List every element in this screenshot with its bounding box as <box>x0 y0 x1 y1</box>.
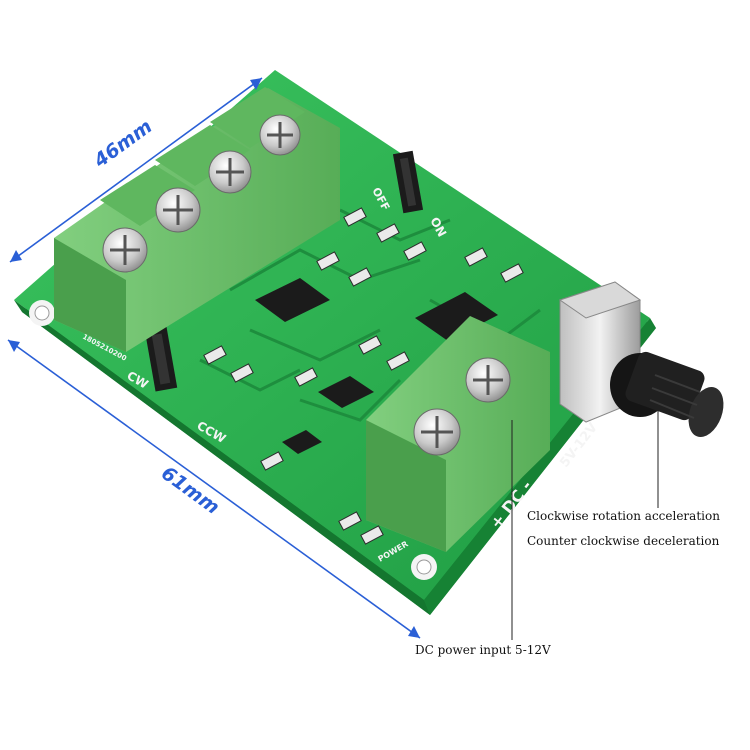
clockwise-annotation: Clockwise rotation acceleration <box>527 509 720 523</box>
arrow-head-icon <box>250 78 262 90</box>
annotation-leaders <box>511 410 659 640</box>
jumper-icon <box>144 150 424 392</box>
dc-input-annotation: DC power input 5-12V <box>415 643 551 657</box>
arrow-head-icon <box>10 250 22 262</box>
length-label: 61mm <box>157 462 223 519</box>
potentiometer-knob-icon <box>610 351 724 438</box>
arrow-head-icon <box>408 626 420 638</box>
screw-icon <box>413 357 511 456</box>
ic-chip <box>255 278 498 454</box>
counter-clockwise-annotation: Counter clockwise deceleration <box>527 534 720 548</box>
screw-icon <box>102 114 301 273</box>
arrow-head-icon <box>8 340 20 352</box>
smd-components <box>203 207 524 545</box>
width-label: 46mm <box>89 115 156 172</box>
